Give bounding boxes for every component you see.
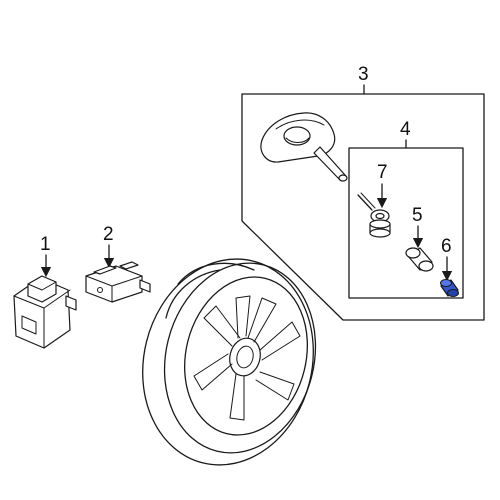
callout-4[interactable]: 4 [400, 119, 411, 140]
tpms-sensor-part-3[interactable] [260, 112, 348, 182]
receiver-module-part-2[interactable] [85, 261, 151, 303]
callout-2[interactable]: 2 [103, 224, 114, 245]
callout-3[interactable]: 3 [358, 64, 369, 85]
valve-seal-part-5[interactable] [405, 247, 434, 272]
callout-1[interactable]: 1 [40, 234, 51, 255]
callout-5[interactable]: 5 [412, 205, 423, 226]
wheel [142, 258, 317, 466]
kit-4-box [348, 147, 464, 299]
control-module-part-1[interactable] [13, 275, 77, 349]
valve-cap-part-6[interactable] [440, 279, 459, 297]
leader-lines [40, 84, 453, 282]
callout-6[interactable]: 6 [441, 236, 452, 257]
valve-core-part-7[interactable] [357, 192, 391, 238]
assembly-3-box [241, 93, 485, 321]
callout-7[interactable]: 7 [377, 162, 388, 183]
